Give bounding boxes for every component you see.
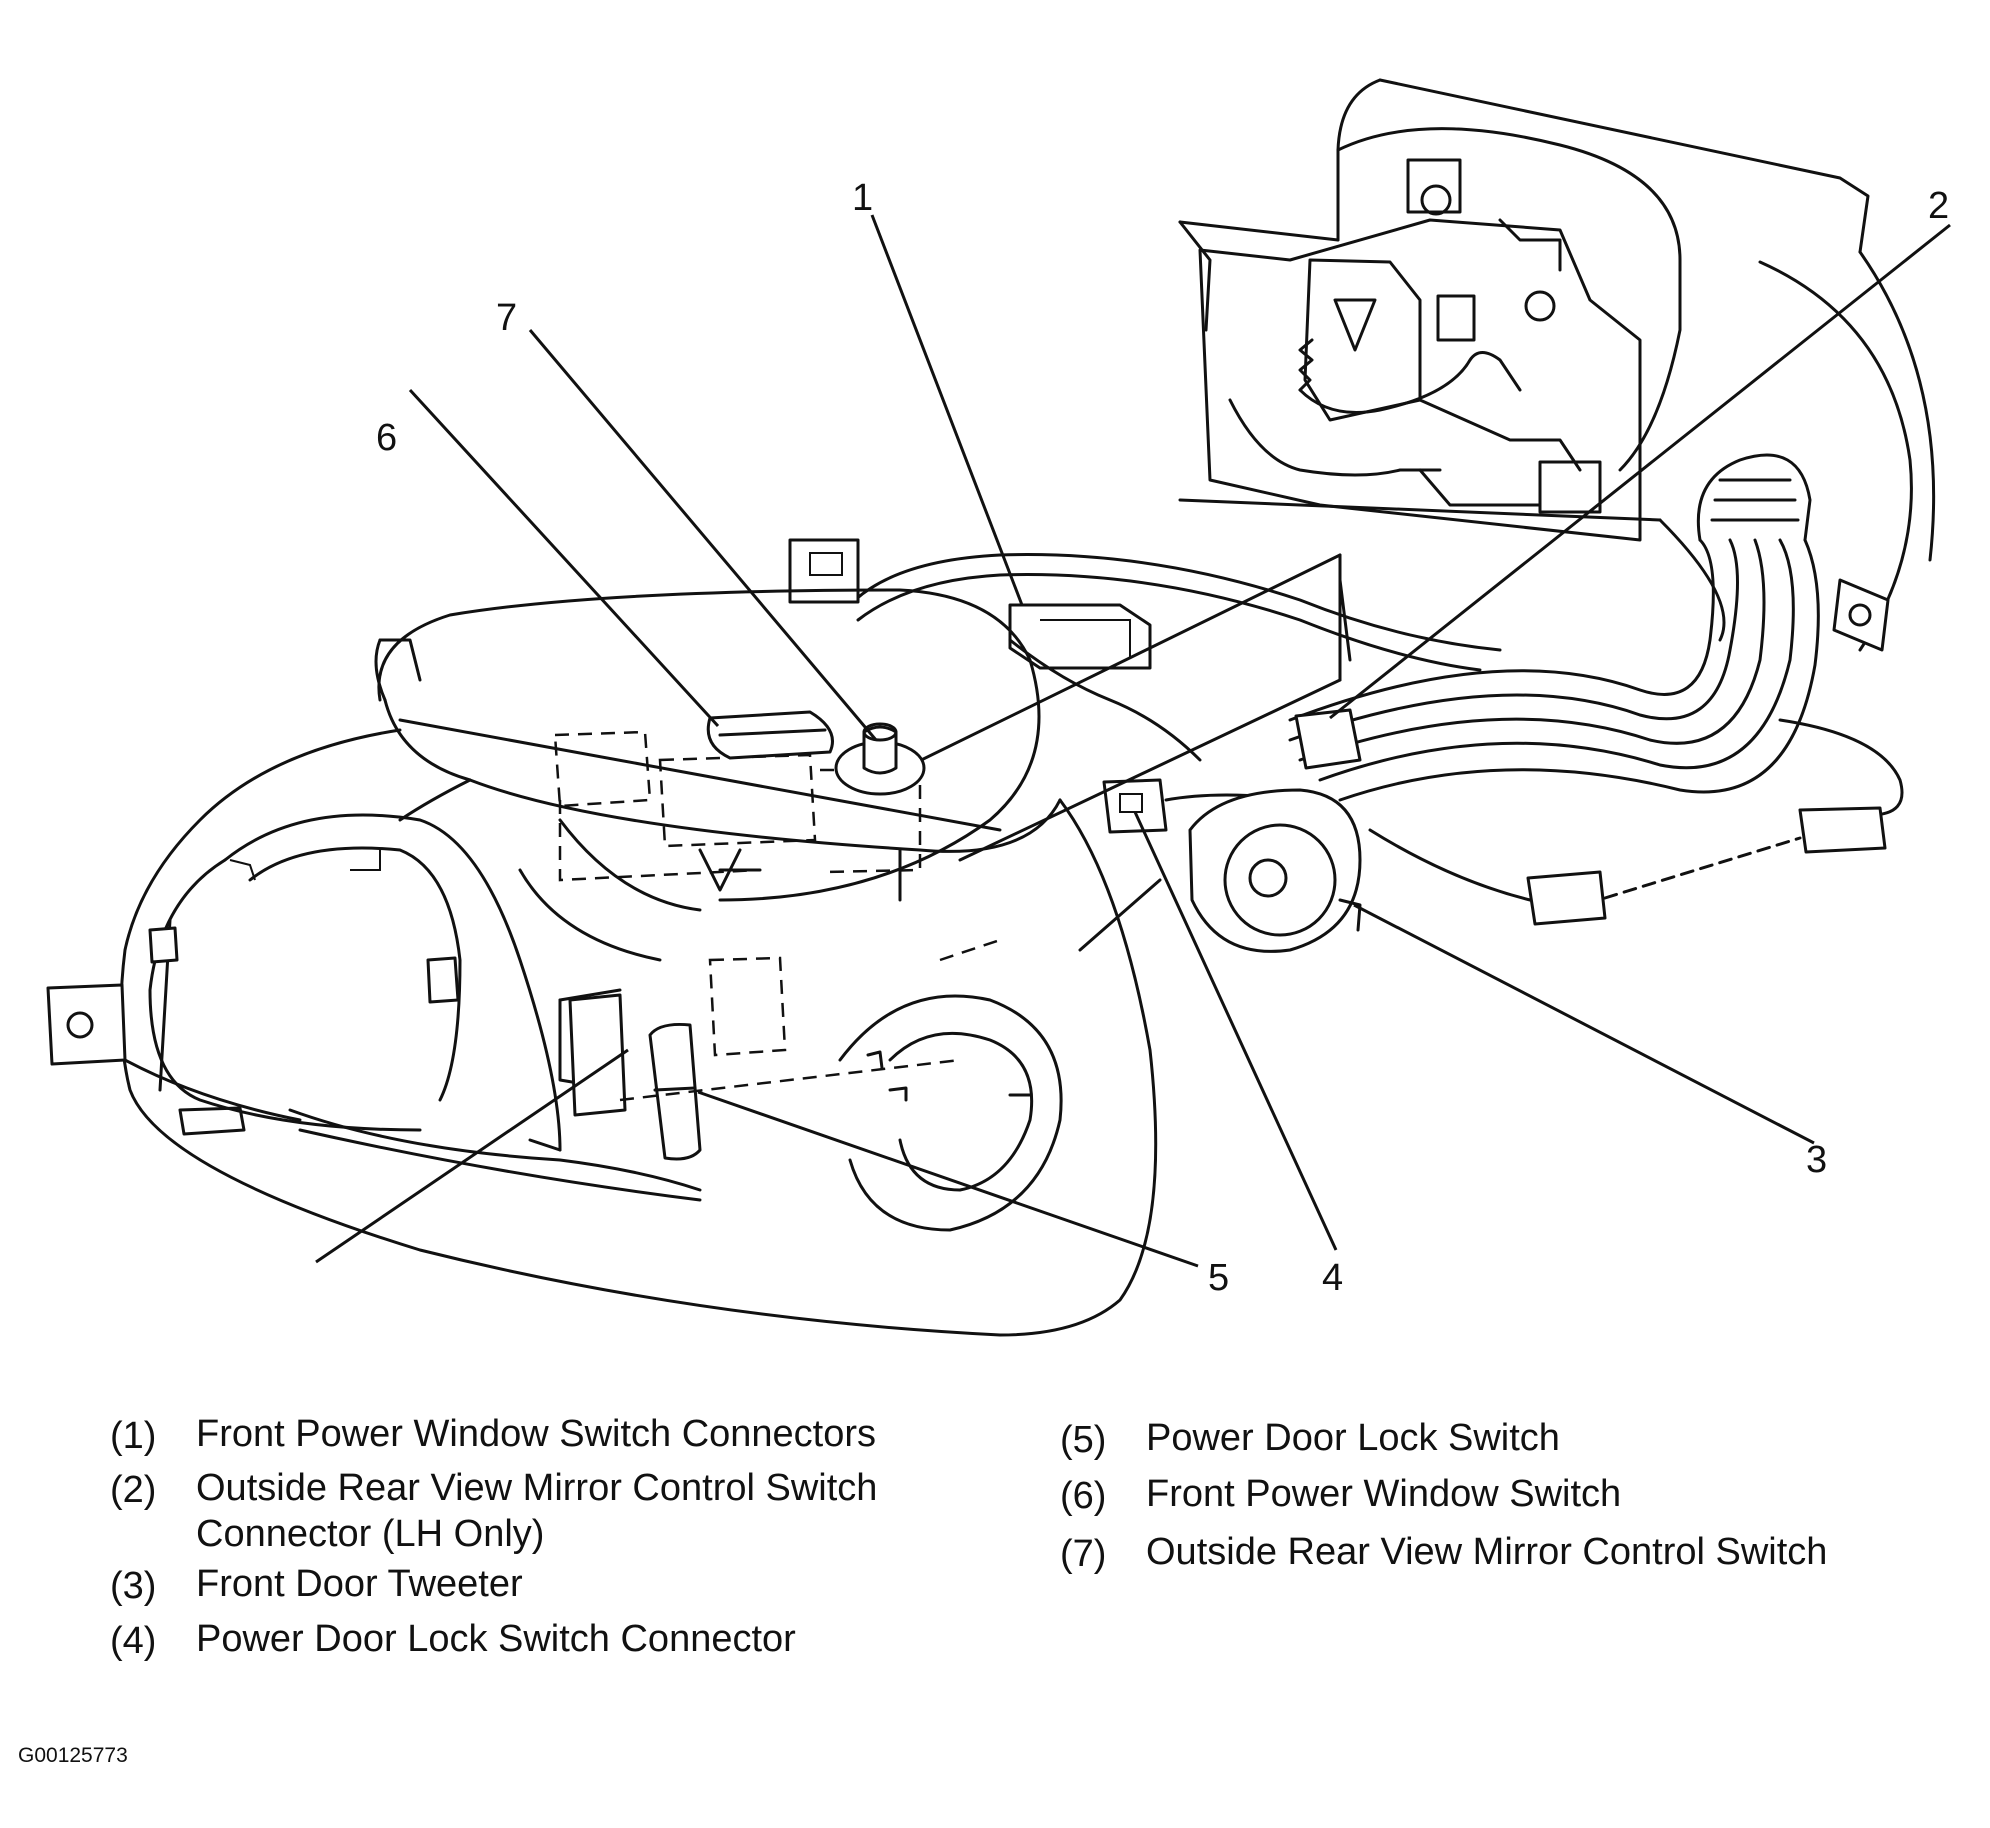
callout-5: 5 <box>1208 1257 1229 1299</box>
figure-id: G00125773 <box>18 1744 128 1767</box>
legend-num: (6) <box>1060 1475 1107 1517</box>
legend-num: (2) <box>110 1469 157 1511</box>
callout-1: 1 <box>852 177 873 219</box>
callout-2: 2 <box>1928 185 1949 227</box>
legend-text: Front Door Tweeter <box>196 1563 523 1605</box>
legend-num: (5) <box>1060 1419 1107 1461</box>
callout-3: 3 <box>1806 1139 1827 1181</box>
callout-4: 4 <box>1322 1257 1343 1299</box>
legend-text-continued: Connector (LH Only) <box>196 1513 545 1555</box>
legend-text: Outside Rear View Mirror Control Switch <box>196 1467 878 1509</box>
legend-text: Power Door Lock Switch Connector <box>196 1618 796 1660</box>
wiring-harness <box>788 453 1904 926</box>
legend-num: (1) <box>110 1415 157 1457</box>
callout-6: 6 <box>376 417 397 459</box>
tweeter <box>1188 788 1362 953</box>
legend-text: Power Door Lock Switch <box>1146 1417 1560 1459</box>
legend-num: (4) <box>110 1620 157 1662</box>
callout-numbers: 1 2 3 4 5 6 7 <box>376 177 1949 1299</box>
legend-text: Outside Rear View Mirror Control Switch <box>1146 1531 1828 1573</box>
legend-text: Front Power Window Switch <box>1146 1473 1622 1515</box>
legend-num: (3) <box>110 1565 157 1607</box>
door-inner-panel <box>1178 78 1936 652</box>
legend: (1) Front Power Window Switch Connectors… <box>110 1413 1910 1675</box>
armrest-bezel <box>46 553 1352 1337</box>
leader-lines <box>315 214 1951 1268</box>
callout-7: 7 <box>496 297 517 339</box>
legend-num: (7) <box>1060 1533 1107 1575</box>
legend-text: Front Power Window Switch Connectors <box>196 1413 877 1455</box>
